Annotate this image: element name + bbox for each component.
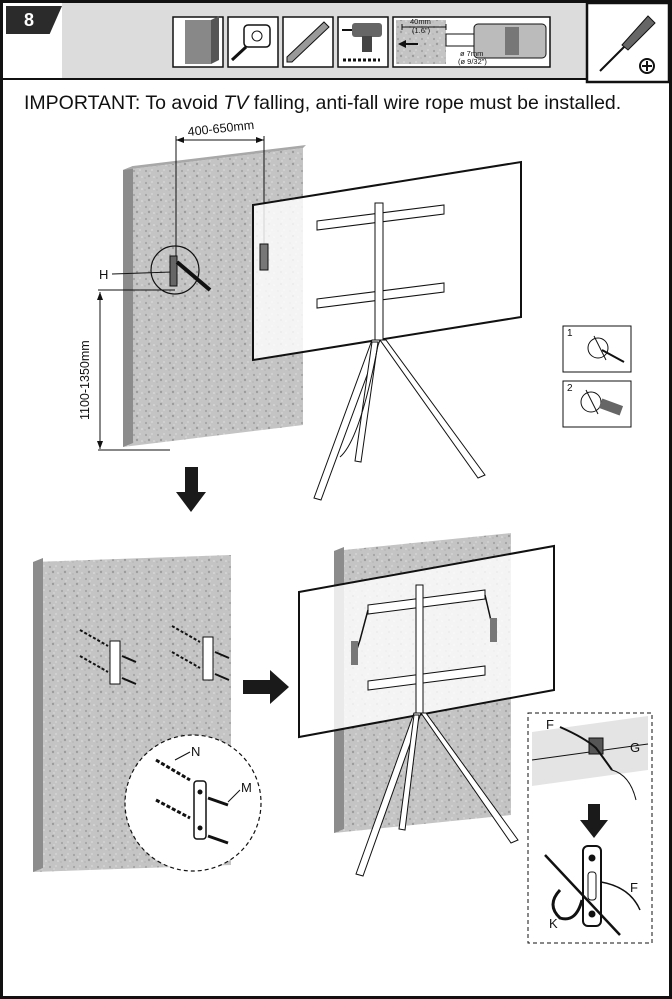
- height-dimension-label: 1100-1350mm: [78, 340, 92, 420]
- drill-depth-in-label: (1.6"): [412, 26, 431, 35]
- warning-emphasis: TV: [223, 92, 249, 114]
- substep-2-label: 2: [567, 383, 573, 394]
- substep-mark-box: [562, 325, 632, 373]
- drill-depth-mm-label: 40mm: [410, 17, 431, 26]
- warning-prefix: IMPORTANT: To avoid: [24, 92, 224, 114]
- tape-measure-icon: [227, 16, 279, 68]
- part-k-label: K: [549, 916, 558, 931]
- substep-1-label: 1: [567, 328, 573, 339]
- drill-bit-mm-label: ø 7mm: [460, 49, 484, 58]
- drill-depth-icon: [392, 16, 551, 68]
- down-arrow: [176, 467, 206, 512]
- mounted-figure: [298, 533, 555, 877]
- warning-suffix: falling, anti-fall wire rope must be ins…: [248, 92, 622, 114]
- inset-down-arrow: [580, 804, 608, 838]
- part-m-label: M: [241, 780, 252, 795]
- substep-drill-box: [562, 380, 632, 428]
- part-g-label: G: [630, 740, 641, 755]
- detail-circle: [124, 734, 262, 872]
- wall-icon: [172, 16, 224, 68]
- drill-bit-in-label: (ø 9/32"): [458, 57, 487, 66]
- part-f-top-label: F: [546, 717, 554, 732]
- right-arrow: [243, 670, 289, 704]
- drill-icon: [337, 16, 389, 68]
- top-figure: [97, 136, 632, 501]
- warning-text: IMPORTANT: To avoid TV falling, anti-fal…: [24, 92, 621, 115]
- tv-panel-top: [252, 160, 522, 362]
- part-n-label: N: [191, 744, 201, 759]
- part-h-label: H: [99, 267, 109, 282]
- part-f-bottom-label: F: [630, 880, 638, 895]
- wire-inset: [527, 712, 653, 944]
- anchor-figure: [33, 555, 262, 872]
- pencil-icon: [282, 16, 334, 68]
- tv-panel-bottom: [298, 544, 555, 739]
- phillips-screwdriver-icon: [599, 15, 656, 74]
